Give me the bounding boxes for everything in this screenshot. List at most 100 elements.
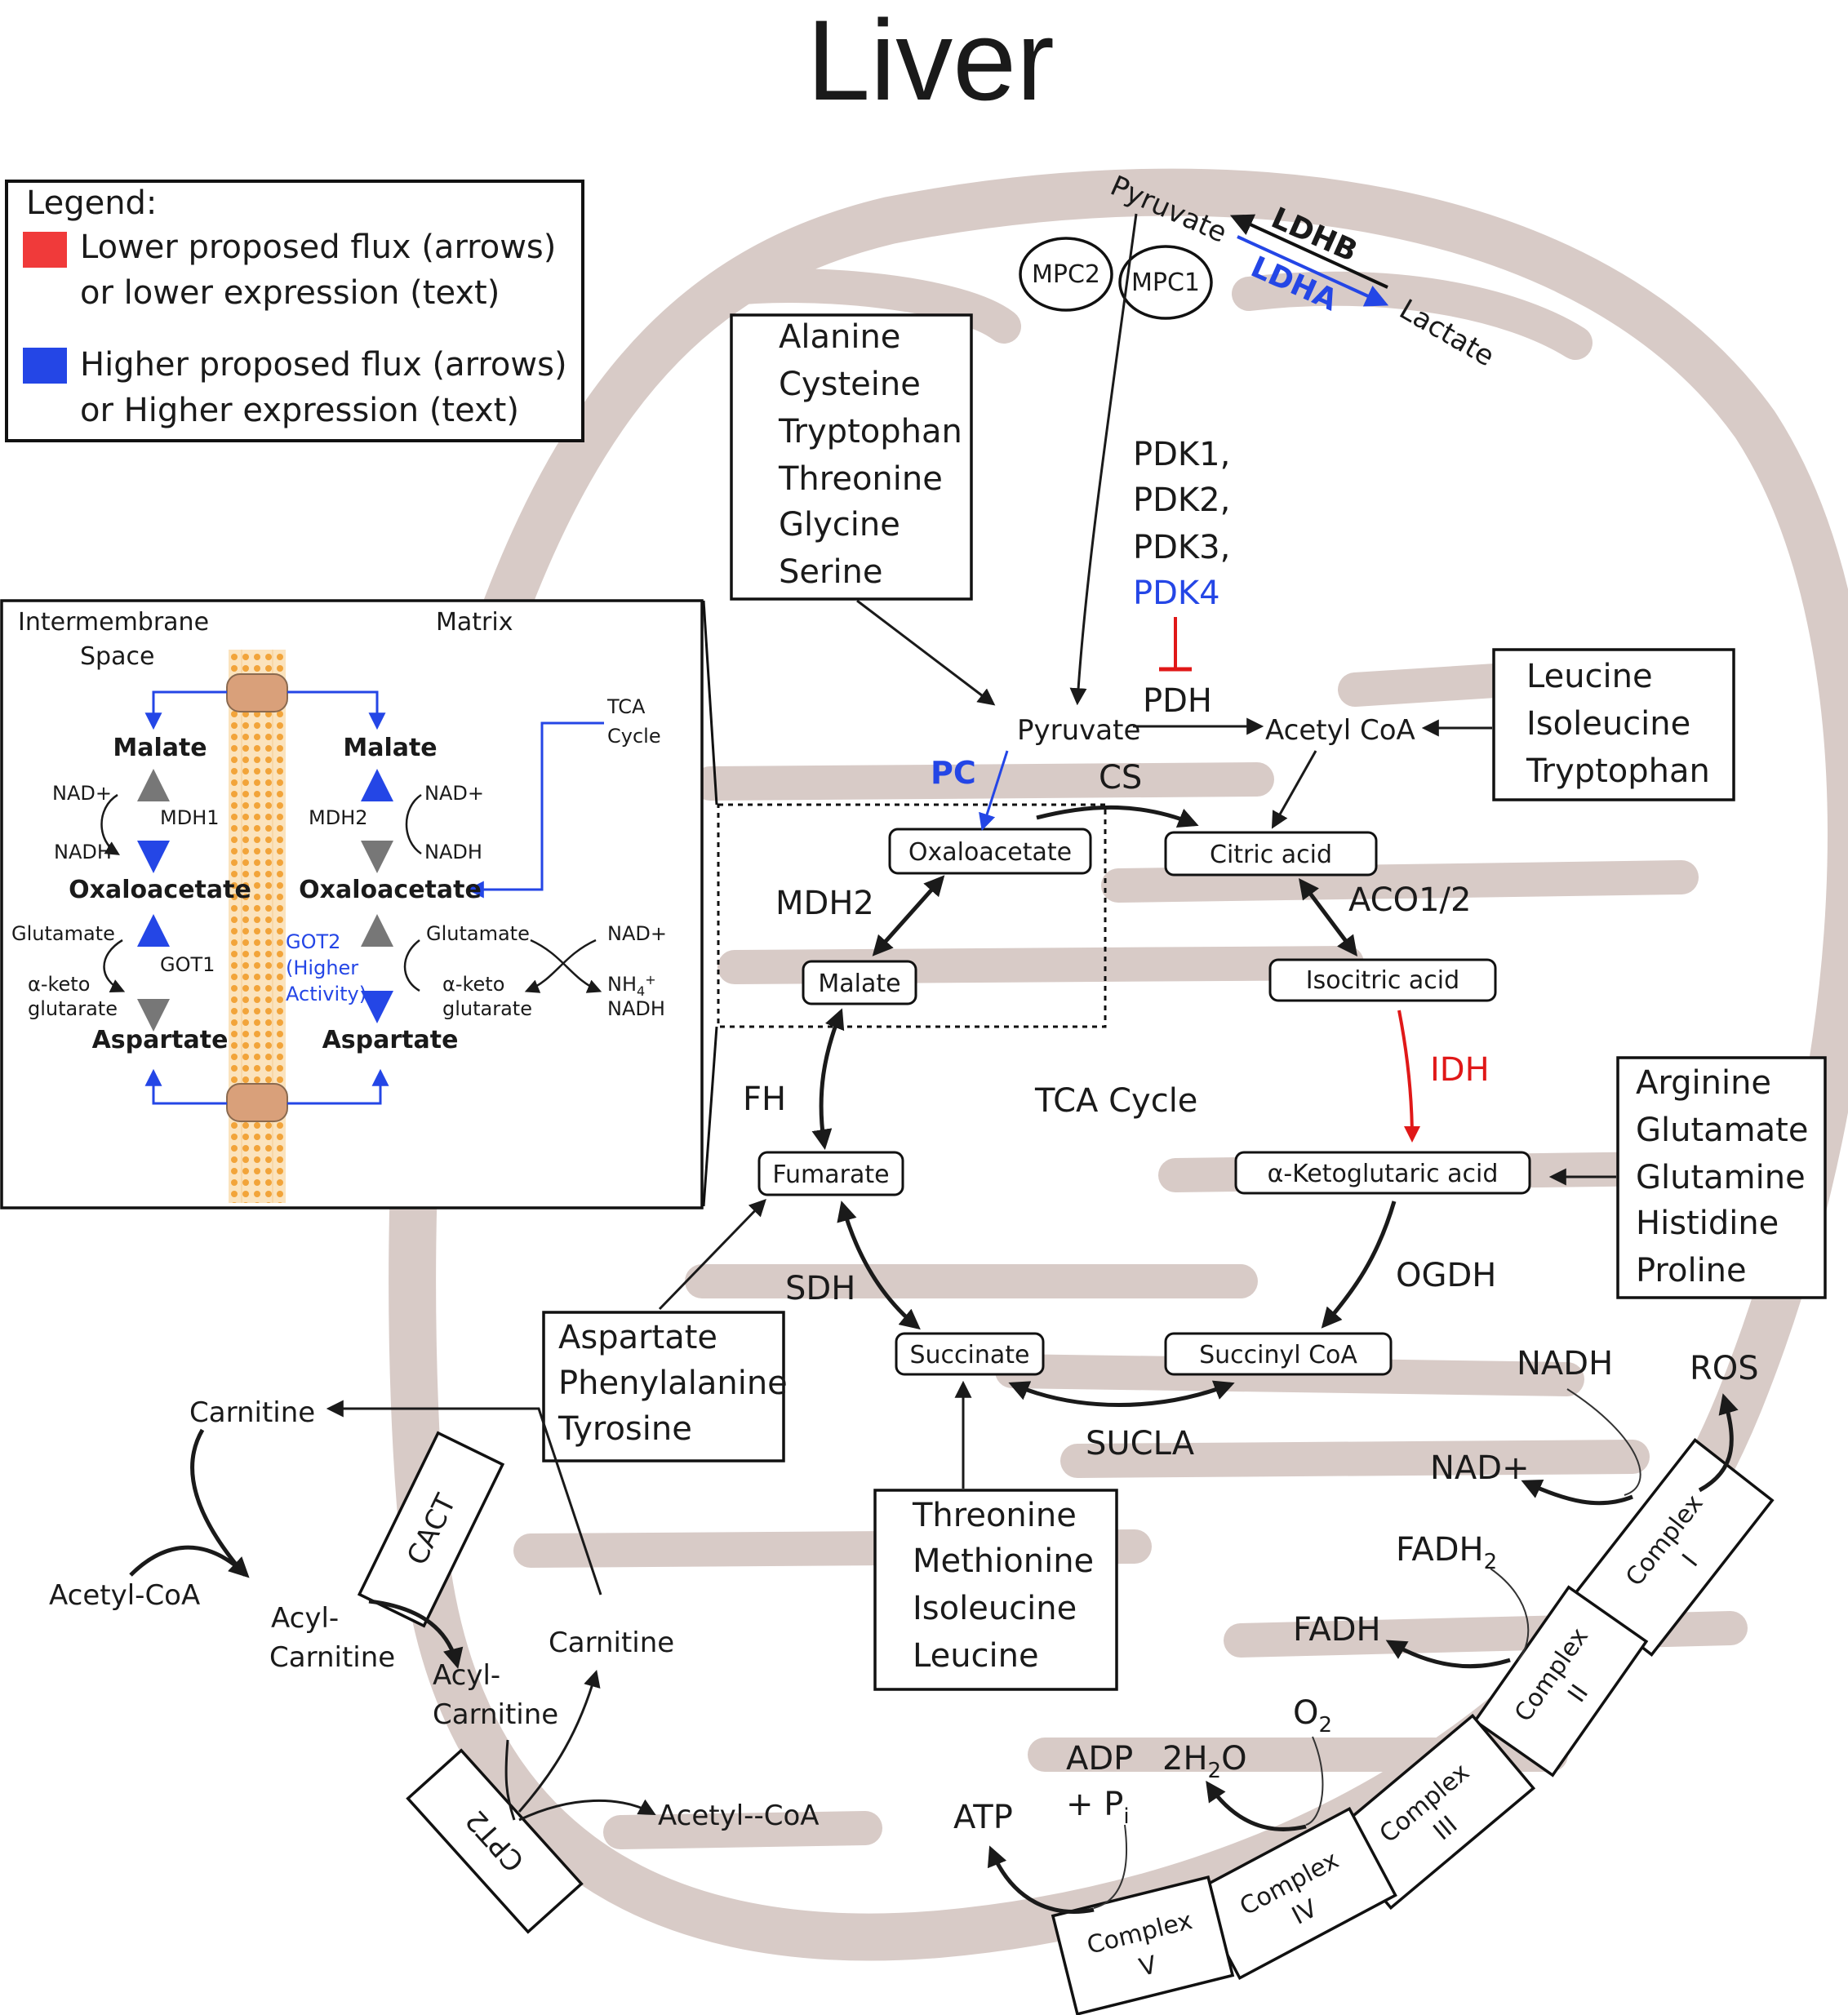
- aa-alanine: Alanine: [779, 318, 900, 356]
- fumarate-label: Fumarate: [772, 1161, 889, 1189]
- fadh-arrow: [1385, 1640, 1511, 1669]
- mpc2-transporter: [1019, 237, 1113, 312]
- pdk2-label: PDK2,: [1133, 482, 1230, 519]
- carnitine-export-arrow: [326, 1400, 602, 1596]
- carnitine-inner-label: Carnitine: [549, 1627, 674, 1659]
- aa-isoleucine: Isoleucine: [1526, 705, 1690, 743]
- o2-curve: [1305, 1736, 1324, 1826]
- aco-label: ACO1/2: [1348, 881, 1471, 919]
- isocitric-acid-node: [1268, 958, 1497, 1002]
- adp-label: ADP: [1066, 1740, 1133, 1778]
- succinyl-coa-label: Succinyl CoA: [1199, 1341, 1357, 1369]
- intermembrane-label-1: Intermembrane: [18, 608, 209, 637]
- aspartate-transport-left: [144, 1068, 227, 1105]
- acyl-carnitine-outer-1: Acyl-: [271, 1602, 339, 1635]
- fadh2-curve: [1490, 1568, 1530, 1661]
- aa-serine: Serine: [779, 553, 883, 591]
- aa-pyruvate-arrow: [856, 599, 996, 706]
- mdh1-label: MDH1: [160, 806, 220, 829]
- tca-cycle-inset-2: Cycle: [607, 725, 661, 748]
- page-title: Liver: [806, 0, 1054, 124]
- inset-connector-top: [702, 600, 718, 806]
- fh-label: FH: [743, 1081, 786, 1118]
- oxaloacetate-label: Oxaloacetate: [908, 838, 1072, 867]
- acetyl-to-citrate-arrow: [1271, 750, 1317, 829]
- pi-label: + Pi: [1066, 1786, 1130, 1829]
- aa-cysteine: Cysteine: [779, 366, 921, 403]
- malate-aspartate-inset: Intermembrane Space Matrix TCA Cycle Mal…: [0, 599, 718, 1209]
- ros-arrow: [1698, 1393, 1739, 1493]
- adp-curve: [1093, 1824, 1128, 1909]
- got2-cofactor-curve: [403, 939, 420, 992]
- acetyl-coa-to-acyl-arrow: [129, 1545, 250, 1578]
- akg-inset-left-1: α-keto: [28, 973, 90, 996]
- mdh2-cofactor-curve: [405, 793, 422, 855]
- aspartate-transporter: [226, 1083, 288, 1122]
- sucla-arrow: [1008, 1380, 1235, 1407]
- mpc2-label: MPC2: [1032, 260, 1100, 289]
- cpt2-carnitine-arrow: [518, 1669, 601, 1813]
- atp-label: ATP: [953, 1799, 1013, 1836]
- cs-label: CS: [1099, 759, 1142, 797]
- malate-inset-left: Malate: [113, 734, 207, 762]
- aa-glutamate: Glutamate: [1636, 1112, 1808, 1149]
- legend-box: [5, 180, 584, 442]
- inset-box: [0, 599, 704, 1209]
- mdh2-label: MDH2: [775, 885, 874, 922]
- malate-transporter: [226, 673, 288, 712]
- nad-label: NAD+: [1430, 1449, 1530, 1487]
- aspartate-inset-right: Aspartate: [322, 1026, 459, 1054]
- glutamate-inset-right: Glutamate: [426, 922, 530, 945]
- amino-acids-akg: Arginine Glutamate Glutamine Histidine P…: [1548, 1056, 1827, 1299]
- mdh2-inset-label: MDH2: [309, 806, 368, 829]
- ldhb-arrow: [1229, 214, 1388, 289]
- o2-label: O2: [1293, 1694, 1332, 1738]
- mdh2-arrow: [872, 875, 945, 956]
- tca-cycle-label: TCA Cycle: [1034, 1082, 1197, 1120]
- tca-to-oaa-line: [466, 721, 604, 899]
- cpt2-input-line: [504, 1739, 516, 1821]
- got1-cofactor-curve: [103, 939, 126, 992]
- acetyl-coa-label: Acetyl CoA: [1265, 714, 1415, 747]
- acyl-carnitine-inner-2: Carnitine: [433, 1698, 558, 1731]
- atp-arrow: [987, 1845, 1095, 1914]
- succinyl-coa-node: [1164, 1332, 1393, 1376]
- amino-acids-pyruvate-box: [730, 313, 973, 601]
- aa-glutamine: Glutamine: [1636, 1159, 1806, 1196]
- acetyl-coa-inner-label: Acetyl--CoA: [658, 1800, 820, 1832]
- sdh-arrow: [837, 1201, 921, 1330]
- aa-tryptophan-2: Tryptophan: [1526, 752, 1710, 790]
- acyl-import-arrow: [368, 1599, 464, 1669]
- akg-inset-right-2: glutarate: [442, 997, 532, 1020]
- legend-blue-line2: or Higher expression (text): [80, 392, 519, 429]
- ogdh-arrow: [1321, 1201, 1397, 1329]
- cs-arrow: [1036, 805, 1199, 828]
- tca-cycle-inset-1: TCA: [606, 695, 646, 718]
- aa-aspartate: Aspartate: [558, 1319, 717, 1356]
- nad-inset-left: NAD+: [52, 782, 112, 805]
- idh-arrow: [1397, 1010, 1420, 1143]
- citric-acid-node: [1164, 831, 1378, 877]
- acyl-carnitine-inner-1: Acyl-: [433, 1659, 500, 1692]
- pdh-label: PDH: [1143, 682, 1212, 720]
- complex-5: Complex V: [1051, 1875, 1235, 2015]
- sucla-label: SUCLA: [1086, 1425, 1195, 1462]
- amino-acids-fumarate-box: [542, 1311, 785, 1462]
- aa-leucine: Leucine: [1526, 658, 1653, 695]
- electron-transport-chain: Complex I Complex II Complex III Complex…: [953, 1345, 1775, 2015]
- legend-heading: Legend:: [26, 184, 157, 222]
- legend: Legend: Lower proposed flux (arrows) or …: [5, 180, 584, 442]
- nad-arrow: [1521, 1480, 1633, 1506]
- succinate-node: [895, 1332, 1045, 1376]
- pdk-group: PDK1, PDK2, PDK3, PDK4 PDH: [1133, 436, 1230, 720]
- h2o-arrow: [1206, 1780, 1307, 1831]
- got2-label-2: (Higher: [286, 956, 358, 979]
- aa-histidine: Histidine: [1636, 1205, 1779, 1242]
- malate-transport-left: [144, 690, 227, 730]
- carnitine-shuttle: Carnitine Acetyl-CoA Acyl- Carnitine CAC…: [49, 1396, 820, 1934]
- aco-arrow: [1299, 878, 1357, 956]
- fadh-label: FADH: [1293, 1611, 1381, 1649]
- aa-phenylalanine: Phenylalanine: [558, 1365, 788, 1402]
- tca-cycle: Pyruvate Acetyl CoA Oxaloacetate Citric …: [717, 714, 1531, 1462]
- akg-inset-left-2: glutarate: [28, 997, 118, 1020]
